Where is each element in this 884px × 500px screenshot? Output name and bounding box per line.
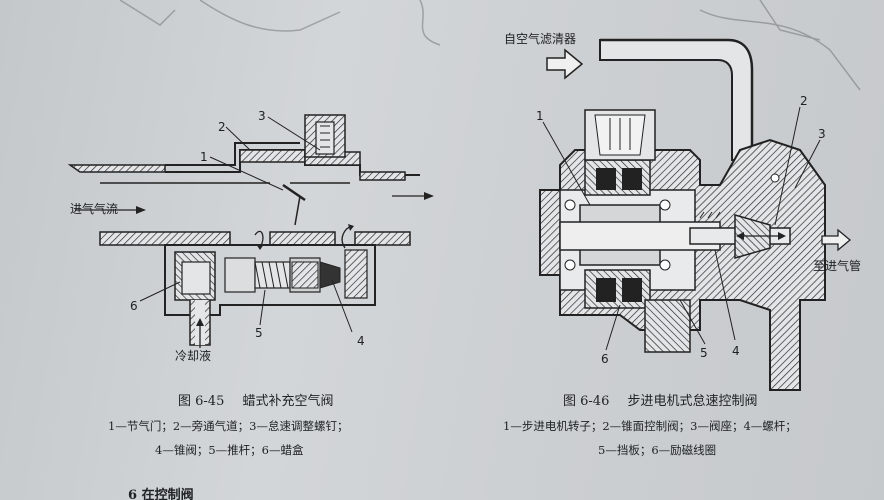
figure-left-title: 蜡式补充空气阀	[242, 394, 334, 409]
figure-right-legend-1: 1—步进电机转子；2—锥面控制阀；3—阀座；4—螺杆；	[503, 419, 797, 433]
to-intake-label: 至进气管	[813, 258, 861, 273]
stepper-motor-valve-diagram	[539, 38, 852, 391]
coolant-label: 冷却液	[175, 348, 211, 363]
figure-right-title: 步进电机式怠速控制阀	[627, 394, 758, 409]
callout-1-right: 1	[536, 109, 544, 123]
callout-5-left: 5	[255, 326, 263, 340]
figure-left-caption: 图 6-45 蜡式补充空气阀	[178, 390, 334, 409]
callout-4-right: 4	[732, 344, 740, 358]
figure-right-legend-2: 5—挡板；6—励磁线圈	[598, 443, 717, 457]
footer-fragment: 6 在控制阀	[128, 488, 194, 500]
figure-left-legend-2: 4—锥阀；5—推杆；6—蜡盒	[155, 443, 304, 457]
wax-air-valve-diagram	[67, 114, 434, 348]
figure-right-number: 图 6-46	[563, 394, 610, 409]
callout-2-right: 2	[800, 94, 808, 108]
callout-1-left: 1	[200, 150, 208, 164]
callout-3-right: 3	[818, 127, 826, 141]
callout-5-right: 5	[700, 346, 708, 360]
callout-4-left: 4	[357, 334, 365, 348]
figure-left-legend-1: 1—节气门；2—旁通气道；3—怠速调整螺钉；	[108, 419, 349, 433]
callout-2-left: 2	[218, 120, 226, 134]
callout-6-right: 6	[601, 352, 609, 366]
inlet-airflow-label: 进气气流	[70, 201, 118, 216]
callout-3-left: 3	[258, 109, 266, 123]
callout-6-left: 6	[130, 299, 138, 313]
figure-right-caption: 图 6-46 步进电机式怠速控制阀	[563, 390, 758, 409]
figure-left-number: 图 6-45	[178, 394, 225, 409]
from-air-filter-label: 自空气滤清器	[504, 31, 576, 46]
background-sketch	[119, 0, 861, 91]
